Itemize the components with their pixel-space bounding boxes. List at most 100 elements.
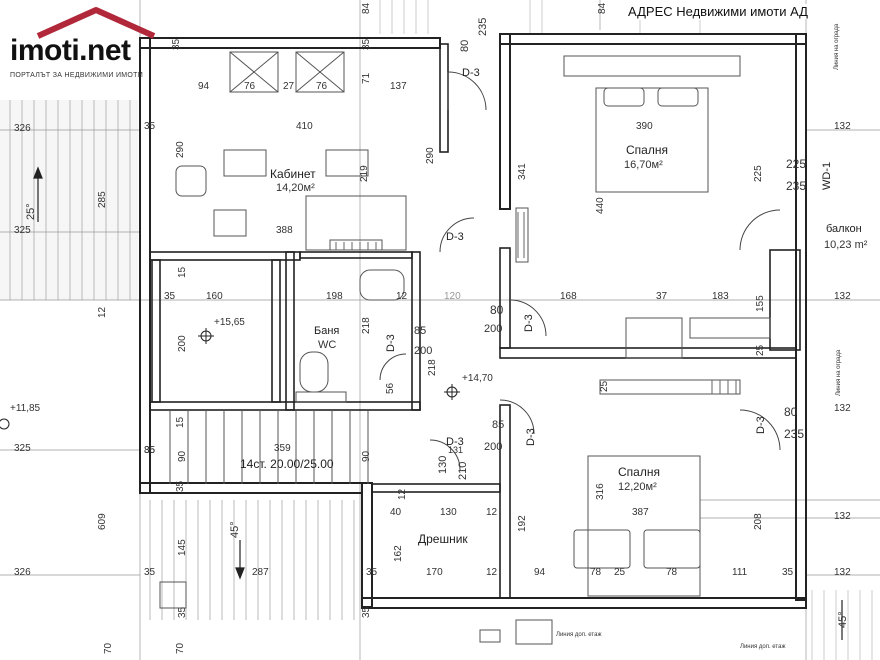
dim-bot-2: 145 bbox=[177, 539, 188, 556]
extra-floor-line-1: Линия доп. етаж bbox=[556, 632, 602, 638]
dim-dr-6: 170 bbox=[426, 567, 443, 578]
dim-left-5: 285 bbox=[97, 191, 108, 208]
dim-sp1-2: 440 bbox=[595, 197, 606, 214]
company-name: АДРЕС Недвижими имоти АД bbox=[626, 4, 810, 19]
dim-sp1-5: 235 bbox=[786, 179, 807, 193]
dim-st-7: 35 bbox=[361, 38, 372, 50]
room-spalnia2-name: Спалня bbox=[618, 465, 660, 479]
dim-ms-3: 85 bbox=[414, 325, 427, 337]
dim-bot-3: 287 bbox=[252, 567, 269, 578]
dim-sp2-7: 25 bbox=[755, 344, 766, 356]
dim-sp1-6: 80 bbox=[459, 39, 471, 52]
dim-left-10: 325 bbox=[14, 443, 31, 454]
dim-rm-3: 132 bbox=[834, 403, 851, 414]
dim-mid-7: 168 bbox=[560, 291, 577, 302]
room-balkon-area: 10,23 m² bbox=[824, 239, 868, 251]
dim-bot-6: 35 bbox=[361, 606, 372, 618]
dim-mid-6: 80 bbox=[490, 303, 504, 317]
interior-walls bbox=[149, 43, 801, 599]
dim-left-7: 35 bbox=[144, 445, 156, 456]
dim-top-4: 76 bbox=[316, 81, 328, 92]
level-3: +11,85 bbox=[10, 403, 41, 414]
house-roof-icon bbox=[36, 7, 156, 39]
dim-ms-6: 218 bbox=[427, 359, 438, 376]
dim-mid-9: 183 bbox=[712, 291, 729, 302]
room-banya-area: WC bbox=[318, 339, 337, 351]
dim-kab-3: 71 bbox=[361, 72, 372, 84]
dim-sp2-4: 208 bbox=[753, 513, 764, 530]
room-banya-name: Баня bbox=[314, 325, 340, 337]
dim-bot-1: 35 bbox=[144, 567, 156, 578]
dim-top-1: 94 bbox=[198, 81, 210, 92]
bottom-left-hatch bbox=[149, 500, 355, 620]
dim-kab-2: 290 bbox=[425, 147, 436, 164]
dim-left-6: 12 bbox=[97, 306, 108, 318]
dim-left-4: 325 bbox=[14, 225, 31, 236]
dim-top-7: 390 bbox=[636, 121, 653, 132]
dim-left-11: 70 bbox=[175, 642, 186, 654]
dim-mid-8: 37 bbox=[656, 291, 668, 302]
dim-left-8: 609 bbox=[97, 513, 108, 530]
logo-tagline: ПОРТАЛЪТ ЗА НЕДВИЖИМИ ИМОТИ bbox=[10, 72, 144, 79]
dim-dr-14: 35 bbox=[782, 567, 794, 578]
room-spalnia1-area: 16,70м² bbox=[624, 159, 663, 171]
door-label-7: D-3 bbox=[525, 428, 537, 446]
logo-wordmark: imoti.net bbox=[10, 34, 131, 67]
dim-st-2: 15 bbox=[175, 416, 186, 428]
stairs bbox=[169, 410, 369, 484]
dim-rm-4: 132 bbox=[834, 511, 851, 522]
dim-ms-2: 200 bbox=[177, 335, 188, 352]
stairs-note: 14ст. 20.00/25.00 bbox=[240, 457, 334, 471]
dim-dr-5: 162 bbox=[393, 545, 404, 562]
dim-mid-1: 35 bbox=[164, 291, 176, 302]
dim-st-3: 90 bbox=[177, 450, 188, 462]
dim-left-3: 326 bbox=[14, 123, 31, 134]
dim-rm-2: 84 bbox=[597, 2, 608, 14]
angle-3: 45° bbox=[837, 611, 849, 628]
dim-dr-2: 40 bbox=[390, 507, 402, 518]
dim-sp1-7: 235 bbox=[477, 17, 489, 36]
dim-kab-5: 388 bbox=[276, 225, 293, 236]
dim-dr-11: 25 bbox=[614, 567, 626, 578]
dim-left-1: 35 bbox=[171, 38, 182, 50]
dim-left-2: 35 bbox=[144, 121, 156, 132]
top-hatch bbox=[379, 0, 701, 34]
dim-dr-7: 12 bbox=[486, 567, 498, 578]
dim-dr-4: 12 bbox=[486, 507, 498, 518]
door-label-5: D-3 bbox=[755, 416, 767, 434]
dim-sp1-3: 225 bbox=[753, 165, 764, 182]
dim-sp2-6: 235 bbox=[784, 427, 805, 441]
room-spalnia2-area: 12,20м² bbox=[618, 481, 657, 493]
dim-rm-1: 84 bbox=[361, 2, 372, 14]
exterior-walls bbox=[139, 33, 807, 609]
dim-top-3: 27 bbox=[283, 81, 295, 92]
dim-dr-10: 78 bbox=[590, 567, 602, 578]
dim-mid-5: 120 bbox=[444, 291, 461, 302]
dim-mid-4: 12 bbox=[396, 291, 408, 302]
dim-ms-8: 85 bbox=[492, 419, 505, 431]
door-swings bbox=[379, 71, 781, 471]
door-label-6: D-3 bbox=[446, 436, 464, 448]
dim-mid-10: 155 bbox=[755, 295, 766, 312]
fence-line-1: Линия на ограда bbox=[836, 349, 842, 396]
door-label-8: WD-1 bbox=[821, 161, 833, 190]
right-hatch bbox=[811, 590, 873, 660]
dim-dr-13: 111 bbox=[732, 567, 748, 578]
dim-sp2-1: 316 bbox=[595, 483, 606, 500]
dim-top-2: 76 bbox=[244, 81, 256, 92]
dim-ms-7: 56 bbox=[385, 382, 396, 394]
left-terrace-hatch bbox=[0, 100, 138, 300]
dim-dr-3: 130 bbox=[440, 507, 457, 518]
room-kabinet-name: Кабинет bbox=[270, 167, 316, 181]
dim-st-6: 35 bbox=[175, 480, 186, 492]
room-balkon-name: балкон bbox=[826, 223, 862, 235]
dim-st-4: 85 bbox=[144, 445, 156, 456]
dim-ms-13: 131 bbox=[448, 445, 464, 455]
dim-dr-9: 94 bbox=[534, 567, 546, 578]
furniture bbox=[159, 51, 771, 645]
imoti-logo: imoti.net ПОРТАЛЪТ ЗА НЕДВИЖИМИ ИМОТИ bbox=[0, 0, 160, 82]
room-kabinet-area: 14,20м² bbox=[276, 182, 315, 194]
dim-kab-4: 219 bbox=[359, 165, 370, 182]
dim-top-5: 137 bbox=[390, 81, 407, 92]
